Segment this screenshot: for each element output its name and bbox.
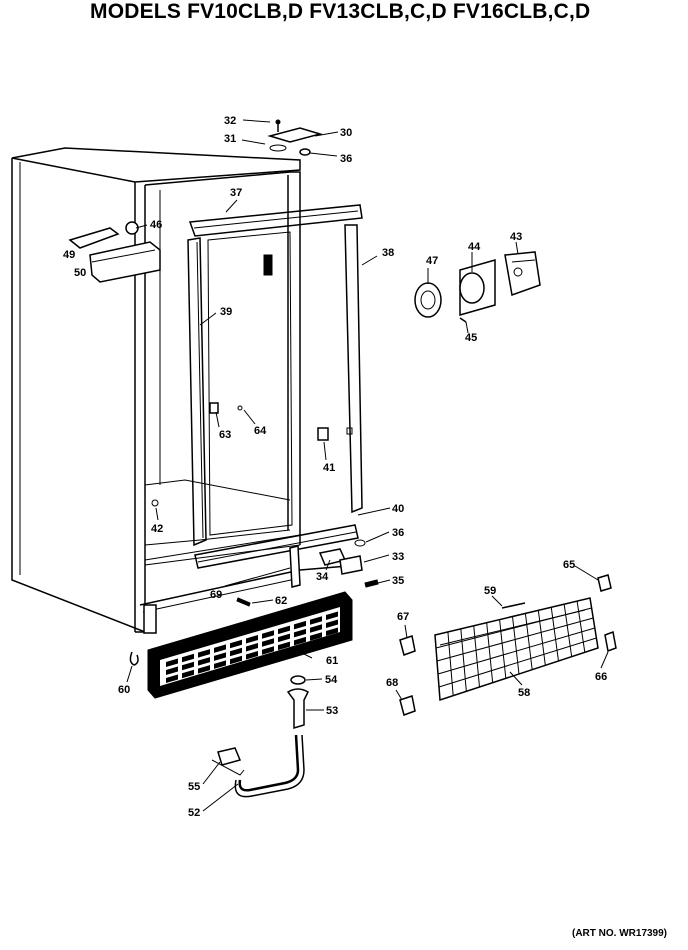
door-stop-parts xyxy=(68,221,161,283)
callout-64: 64 xyxy=(254,425,267,437)
callout-42: 42 xyxy=(151,523,163,535)
callout-31: 31 xyxy=(224,133,236,145)
callout-50: 50 xyxy=(74,267,86,279)
callout-49: 49 xyxy=(63,249,75,261)
callout-54: 54 xyxy=(325,674,338,686)
cabinet-shell xyxy=(11,147,361,634)
callout-38: 38 xyxy=(382,247,394,259)
callout-32: 32 xyxy=(224,115,236,127)
callout-60: 60 xyxy=(118,684,130,696)
lower-hinge-parts xyxy=(289,539,379,588)
callout-52: 52 xyxy=(188,807,200,819)
callout-58: 58 xyxy=(518,687,530,699)
callout-33: 33 xyxy=(392,551,404,563)
callout-40: 40 xyxy=(392,503,404,515)
leader-lines xyxy=(126,119,609,812)
callout-30: 30 xyxy=(340,127,352,139)
callout-68: 68 xyxy=(386,677,398,689)
callout-43: 43 xyxy=(510,231,522,243)
callout-47: 47 xyxy=(426,255,438,267)
callout-36-top: 36 xyxy=(340,153,352,165)
callout-45: 45 xyxy=(465,332,477,344)
callout-34: 34 xyxy=(316,571,329,583)
callout-65: 65 xyxy=(563,559,575,571)
callout-44: 44 xyxy=(468,241,481,253)
front-grille xyxy=(147,591,353,699)
top-hinge-parts xyxy=(267,119,323,156)
callout-59: 59 xyxy=(484,585,496,597)
callout-39: 39 xyxy=(220,306,232,318)
callout-36-lower: 36 xyxy=(392,527,404,539)
callout-61: 61 xyxy=(326,655,338,667)
callout-46: 46 xyxy=(150,219,162,231)
callout-67: 67 xyxy=(397,611,409,623)
door-gasket-frame xyxy=(151,204,363,607)
callout-37: 37 xyxy=(230,187,242,199)
callout-labels: 30 31 32 36 37 46 49 50 38 39 47 44 43 4… xyxy=(63,115,607,819)
callout-55: 55 xyxy=(188,781,200,793)
callout-69: 69 xyxy=(210,589,222,601)
callout-35: 35 xyxy=(392,575,404,587)
callout-66: 66 xyxy=(595,671,607,683)
callout-62: 62 xyxy=(275,595,287,607)
art-number: (ART NO. WR17399) xyxy=(572,928,668,939)
toe-grille-assembly xyxy=(399,574,617,716)
callout-41: 41 xyxy=(323,462,335,474)
callout-53: 53 xyxy=(326,705,338,717)
models-title: MODELS FV10CLB,D FV13CLB,C,D FV16CLB,C,D xyxy=(90,0,591,23)
callout-63: 63 xyxy=(219,429,231,441)
fan-motor-assembly xyxy=(414,251,541,323)
drain-parts xyxy=(129,651,309,798)
